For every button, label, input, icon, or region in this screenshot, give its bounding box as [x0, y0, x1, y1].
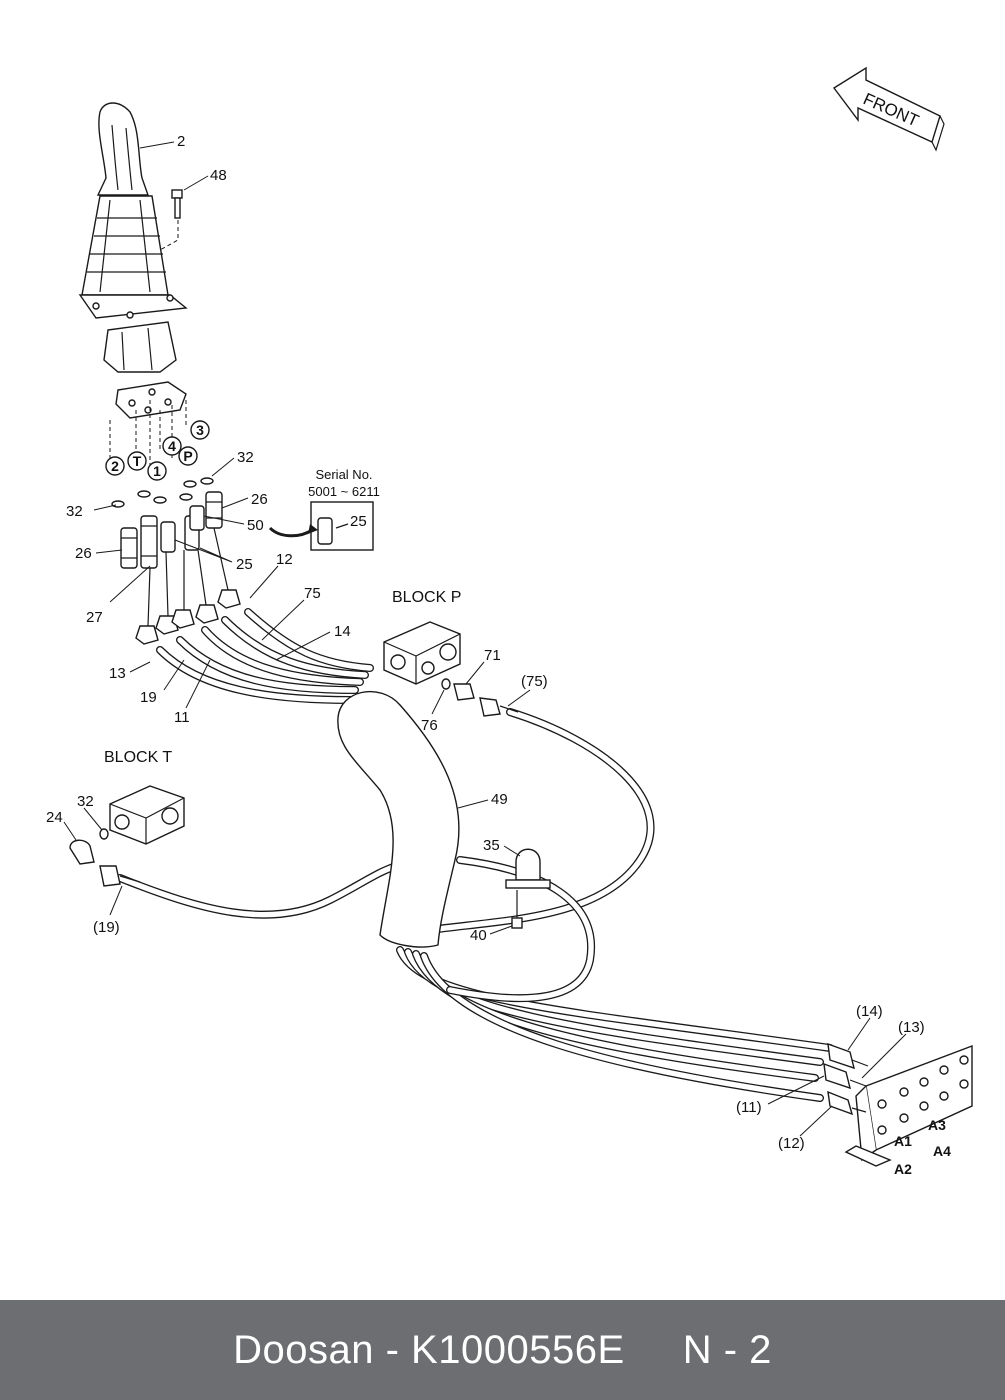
port-marker-t: T — [133, 453, 142, 469]
callout-13: 13 — [109, 665, 126, 682]
callout-11-ref: (11) — [736, 1099, 762, 1116]
plate-port-a2: A2 — [894, 1161, 912, 1177]
callout-26-left: 26 — [75, 545, 92, 562]
callout-26-right: 26 — [251, 491, 268, 508]
port-marker-p: P — [183, 448, 192, 464]
plate-port-a3: A3 — [928, 1117, 946, 1133]
callout-75-ref: (75) — [521, 673, 548, 690]
callout-13-ref: (13) — [898, 1019, 925, 1036]
block-t — [69, 785, 185, 887]
callout-12-ref: (12) — [778, 1135, 805, 1152]
callouts: 2 48 32 32 26 50 26 25 12 27 75 14 13 19… — [46, 133, 925, 1152]
hose-bundle — [116, 608, 834, 1102]
port-marker-1: 1 — [153, 463, 161, 479]
port-marker-4: 4 — [168, 438, 176, 454]
callout-50: 50 — [247, 517, 264, 534]
callout-40: 40 — [470, 927, 487, 944]
block-t-label: BLOCK T — [104, 749, 172, 766]
serial-range: 5001 ~ 6211 — [308, 484, 380, 499]
callout-49: 49 — [491, 791, 508, 808]
mounting-plate: A1 A3 A2 A4 — [823, 1042, 973, 1177]
plate-port-a1: A1 — [894, 1133, 912, 1149]
callout-32-left: 32 — [66, 503, 83, 520]
footer-part-number: Doosan - K1000556E N - 2 — [233, 1327, 772, 1372]
callout-27: 27 — [86, 609, 103, 626]
callout-14: 14 — [334, 623, 351, 640]
parts-diagram: FRONT — [46, 66, 973, 1177]
callout-71: 71 — [484, 647, 501, 664]
callout-19-ref: (19) — [93, 919, 120, 936]
callout-75: 75 — [304, 585, 321, 602]
footer-bar: Doosan - K1000556E N - 2 — [0, 1300, 1005, 1400]
block-p — [383, 621, 519, 717]
clamp-35 — [505, 848, 551, 929]
hose-sleeve-49 — [337, 690, 460, 948]
block-p-label: BLOCK P — [392, 589, 461, 606]
port-markers: 2 T 1 4 P 3 — [105, 420, 210, 481]
callout-19: 19 — [140, 689, 157, 706]
callout-32-top: 32 — [237, 449, 254, 466]
port-marker-2: 2 — [111, 458, 119, 474]
joystick-assembly — [78, 102, 188, 470]
callout-48: 48 — [210, 167, 227, 184]
hose-fittings-upper — [135, 527, 241, 645]
callout-14-ref: (14) — [856, 1003, 883, 1020]
port-marker-3: 3 — [196, 422, 204, 438]
leader-lines — [63, 141, 907, 1137]
callout-24: 24 — [46, 809, 63, 826]
front-arrow: FRONT — [832, 66, 945, 152]
screw-48 — [159, 189, 183, 251]
callout-12: 12 — [276, 551, 293, 568]
callout-2: 2 — [177, 133, 185, 150]
serial-part-25: 25 — [350, 513, 367, 530]
callout-35: 35 — [483, 837, 500, 854]
callout-25: 25 — [236, 556, 253, 573]
serial-number-box: Serial No. 5001 ~ 6211 25 — [268, 467, 380, 551]
callout-76: 76 — [421, 717, 438, 734]
plate-port-a4: A4 — [933, 1143, 951, 1159]
callout-11: 11 — [174, 709, 190, 726]
serial-label: Serial No. — [315, 467, 372, 482]
adapters — [120, 491, 223, 569]
callout-32-block-t: 32 — [77, 793, 94, 810]
o-rings — [111, 477, 214, 508]
